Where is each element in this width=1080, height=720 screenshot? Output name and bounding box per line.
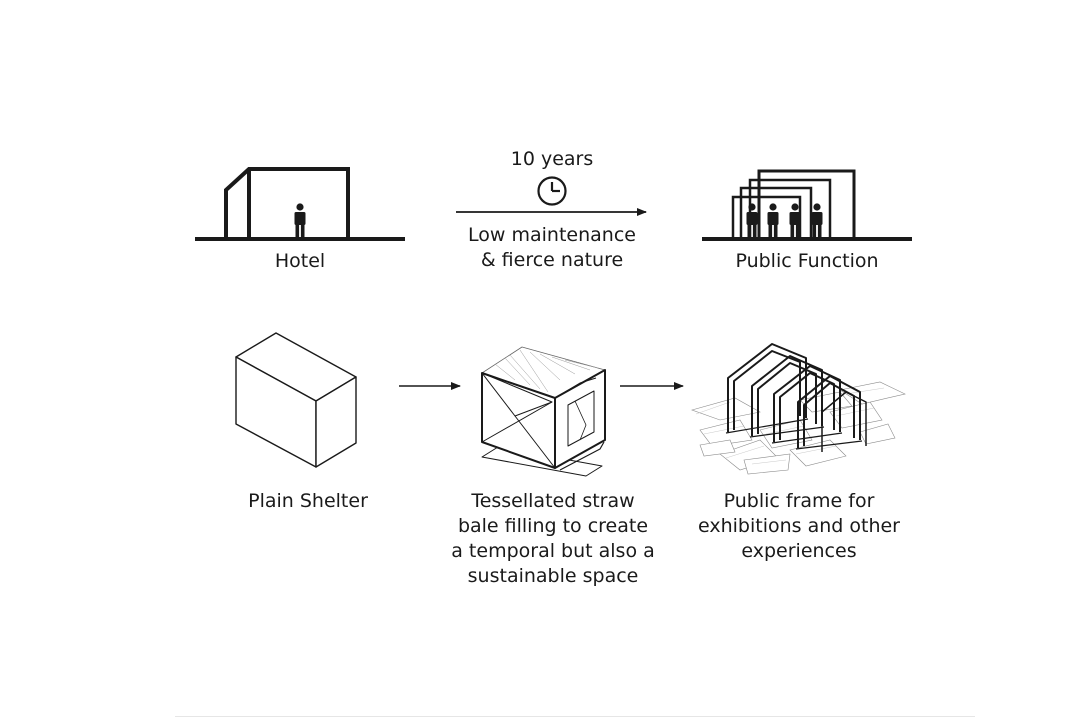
tessellated-caption-line: Tessellated straw: [471, 490, 635, 512]
public-frame-caption-line: Public frame for: [723, 490, 875, 512]
person-icon: [811, 203, 823, 238]
person-icon: [294, 203, 306, 238]
plain-shelter-label: Plain Shelter: [248, 490, 368, 512]
public-function-label: Public Function: [735, 250, 879, 272]
clock-icon: [537, 176, 567, 206]
public-frame-caption-line: experiences: [741, 540, 857, 562]
person-icon: [746, 203, 758, 238]
public-frame-icon: [691, 343, 906, 475]
transition-caption-line: & fierce nature: [480, 249, 624, 271]
hotel-label: Hotel: [274, 250, 326, 272]
tessellated-caption: Tessellated straw bale filling to create…: [451, 489, 655, 589]
duration-label: 10 years: [510, 148, 594, 170]
public-frame-caption-line: exhibitions and other: [698, 515, 900, 537]
plain-shelter-cube-icon: [235, 332, 357, 468]
person-icon: [767, 203, 779, 238]
tessellated-caption-line: bale filling to create: [457, 515, 649, 537]
tessellated-caption-line: sustainable space: [467, 565, 639, 587]
public-function-icon: [702, 169, 912, 241]
public-frame-caption: Public frame for exhibitions and other e…: [698, 489, 900, 564]
bottom-divider: [175, 716, 975, 717]
tessellated-shelter-icon: [481, 346, 606, 477]
tessellated-caption-line: a temporal but also a: [451, 540, 655, 562]
transition-caption-line: Low maintenance: [468, 224, 636, 246]
transition-caption: Low maintenance & fierce nature: [468, 223, 636, 273]
hotel-icon: [195, 167, 405, 241]
